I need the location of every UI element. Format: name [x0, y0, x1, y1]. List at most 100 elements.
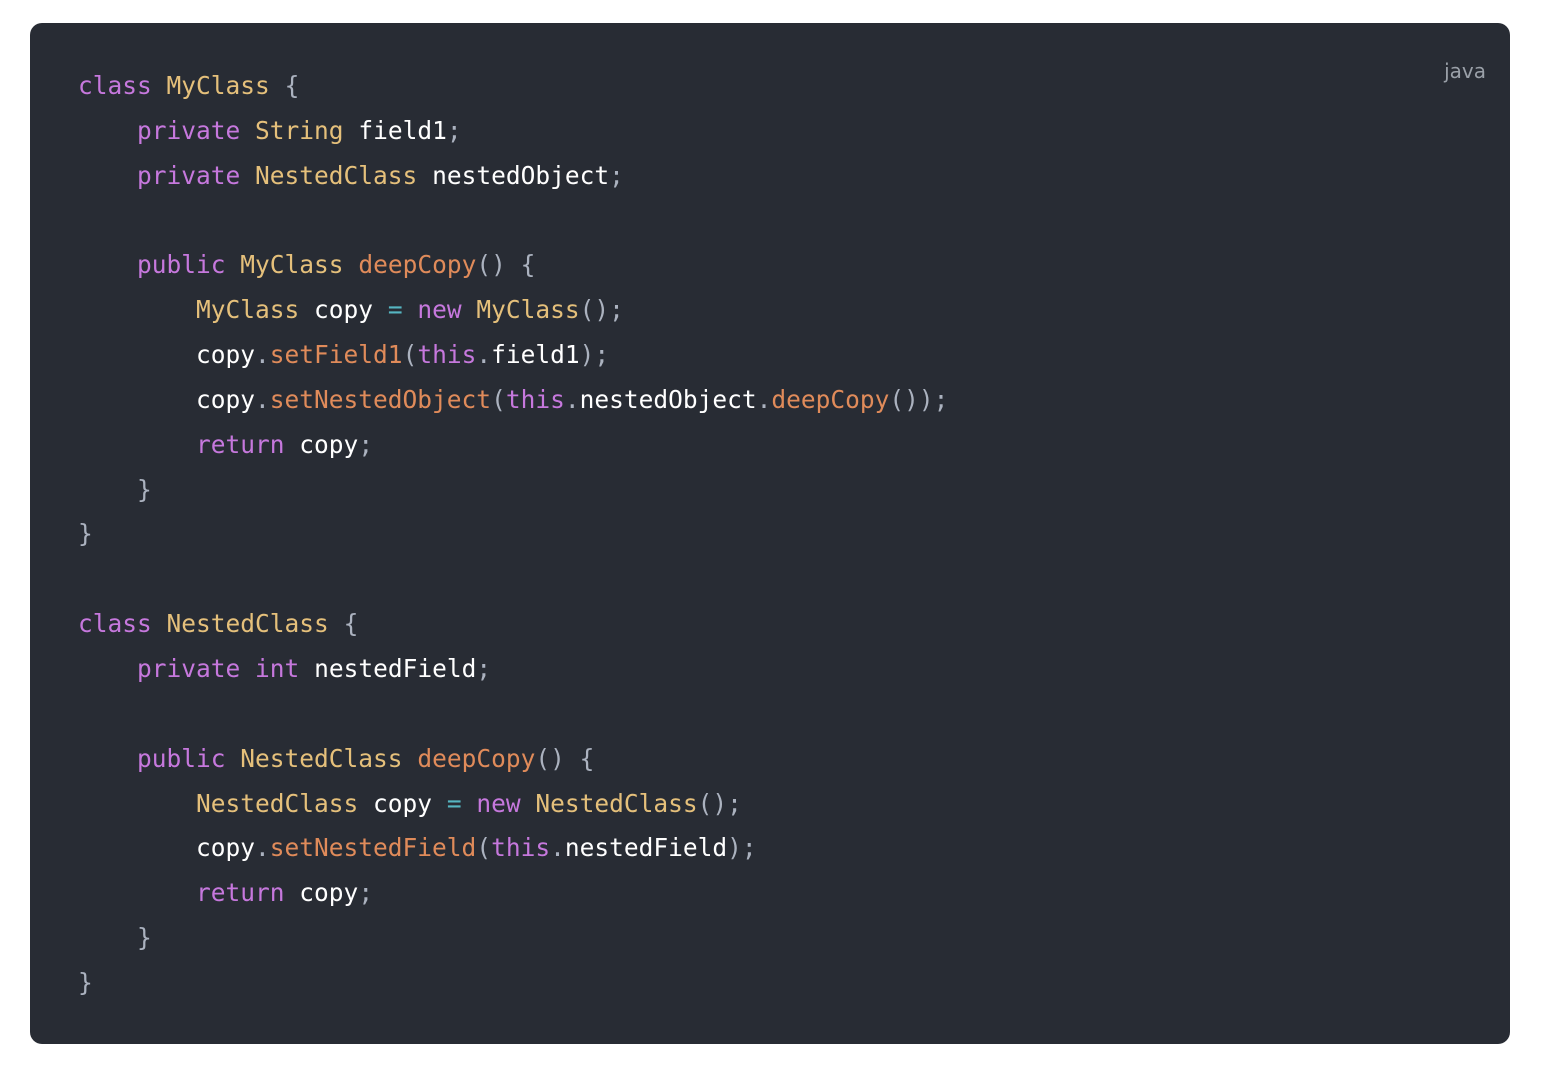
code-token-plain — [78, 250, 137, 279]
code-line: } — [78, 916, 948, 961]
code-line: return copy; — [78, 871, 948, 916]
code-token-type: String — [255, 115, 344, 145]
code-token-plain — [78, 161, 137, 190]
code-token-function: setNestedObject — [269, 384, 492, 414]
code-block: java class MyClass { private String fiel… — [30, 23, 1510, 1044]
code-token-punctuation: { — [343, 609, 359, 639]
code-token-plain — [78, 878, 196, 907]
code-line: class NestedClass { — [78, 602, 948, 647]
code-token-keyword: private — [137, 115, 241, 145]
code-token-plain — [462, 789, 477, 818]
code-token-keyword: new — [417, 295, 462, 325]
code-line: private String field1; — [78, 109, 948, 154]
code-token-plain — [285, 430, 300, 459]
code-token-function: deepCopy — [358, 250, 477, 280]
code-token-punctuation: (); — [579, 295, 624, 325]
code-token-plain — [403, 295, 418, 324]
code-token-punctuation: . — [550, 833, 565, 863]
code-token-variable: copy — [373, 788, 433, 818]
code-token-plain — [270, 71, 285, 100]
code-line: } — [78, 468, 948, 513]
code-token-punctuation: ()); — [889, 384, 949, 414]
code-token-plain — [78, 923, 137, 952]
code-token-plain — [240, 116, 255, 145]
code-token-keyword: class — [78, 71, 152, 100]
code-token-keyword: private — [137, 160, 241, 190]
code-token-type: NestedClass — [166, 609, 329, 639]
code-token-operator: = — [387, 295, 403, 325]
code-line: private int nestedField; — [78, 647, 948, 692]
code-token-plain — [432, 789, 447, 818]
code-token-plain — [240, 654, 255, 683]
code-token-function: deepCopy — [417, 743, 536, 773]
code-token-punctuation: () { — [535, 743, 595, 773]
code-token-plain — [521, 789, 536, 818]
code-line: private NestedClass nestedObject; — [78, 154, 948, 199]
code-token-punctuation: () { — [476, 250, 536, 280]
code-token-plain — [240, 161, 255, 190]
code-token-plain — [344, 250, 359, 279]
code-token-punctuation: ; — [609, 160, 624, 190]
code-line — [78, 557, 948, 602]
code-line: class MyClass { — [78, 64, 948, 109]
code-token-variable: field1 — [491, 340, 580, 370]
code-token-keyword: public — [137, 250, 226, 280]
code-token-keyword: return — [196, 878, 285, 908]
code-token-punctuation: ; — [358, 878, 374, 908]
code-line: MyClass copy = new MyClass(); — [78, 288, 948, 333]
code-token-punctuation: } — [137, 474, 152, 504]
code-token-punctuation: . — [255, 833, 270, 863]
code-token-punctuation: } — [78, 519, 93, 549]
code-line: public NestedClass deepCopy() { — [78, 737, 948, 782]
code-line: return copy; — [78, 423, 948, 468]
code-token-variable: copy — [196, 384, 256, 414]
code-token-function: setNestedField — [269, 833, 477, 863]
code-token-keyword: new — [476, 788, 521, 818]
code-line: } — [78, 961, 948, 1006]
code-token-keyword: this — [491, 833, 551, 863]
code-line: NestedClass copy = new NestedClass(); — [78, 782, 948, 827]
code-token-variable: nestedField — [564, 833, 728, 863]
code-token-punctuation: ( — [402, 340, 418, 370]
code-token-variable: nestedObject — [579, 384, 757, 414]
code-token-punctuation: ); — [579, 340, 610, 370]
code-token-plain — [152, 609, 167, 638]
code-token-plain — [152, 71, 167, 100]
code-token-variable: copy — [196, 833, 256, 863]
code-token-keyword: int — [255, 653, 300, 683]
code-token-plain — [344, 116, 359, 145]
code-token-keyword: class — [78, 609, 152, 639]
code-content[interactable]: class MyClass { private String field1; p… — [78, 64, 948, 1006]
code-token-keyword: return — [196, 429, 285, 459]
code-token-plain — [78, 744, 137, 773]
code-token-type: MyClass — [476, 295, 580, 325]
code-token-plain — [78, 116, 137, 145]
code-line — [78, 692, 948, 737]
code-token-punctuation: . — [255, 384, 270, 414]
code-token-keyword: public — [137, 743, 226, 773]
code-line: public MyClass deepCopy() { — [78, 243, 948, 288]
code-token-type: NestedClass — [196, 788, 359, 818]
code-token-keyword: this — [505, 384, 565, 414]
code-token-plain — [462, 295, 477, 324]
code-token-punctuation: } — [78, 967, 93, 997]
code-token-type: MyClass — [166, 71, 270, 100]
code-token-variable: nestedField — [314, 653, 477, 683]
code-token-variable: field1 — [358, 115, 447, 145]
code-token-plain — [78, 833, 196, 862]
code-token-operator: = — [446, 788, 462, 818]
code-token-plain — [373, 295, 388, 324]
code-token-variable: copy — [299, 878, 359, 908]
code-token-plain — [78, 295, 196, 324]
code-token-punctuation: . — [756, 384, 772, 414]
code-token-plain — [329, 609, 344, 638]
code-token-plain — [358, 789, 373, 818]
language-label: java — [1444, 59, 1486, 83]
code-token-keyword: this — [417, 340, 477, 370]
code-token-punctuation: ; — [446, 115, 462, 145]
code-token-punctuation: . — [255, 340, 270, 370]
code-token-plain — [417, 161, 432, 190]
code-token-punctuation: ); — [727, 833, 757, 863]
code-token-plain — [403, 744, 418, 773]
code-line: } — [78, 512, 948, 557]
